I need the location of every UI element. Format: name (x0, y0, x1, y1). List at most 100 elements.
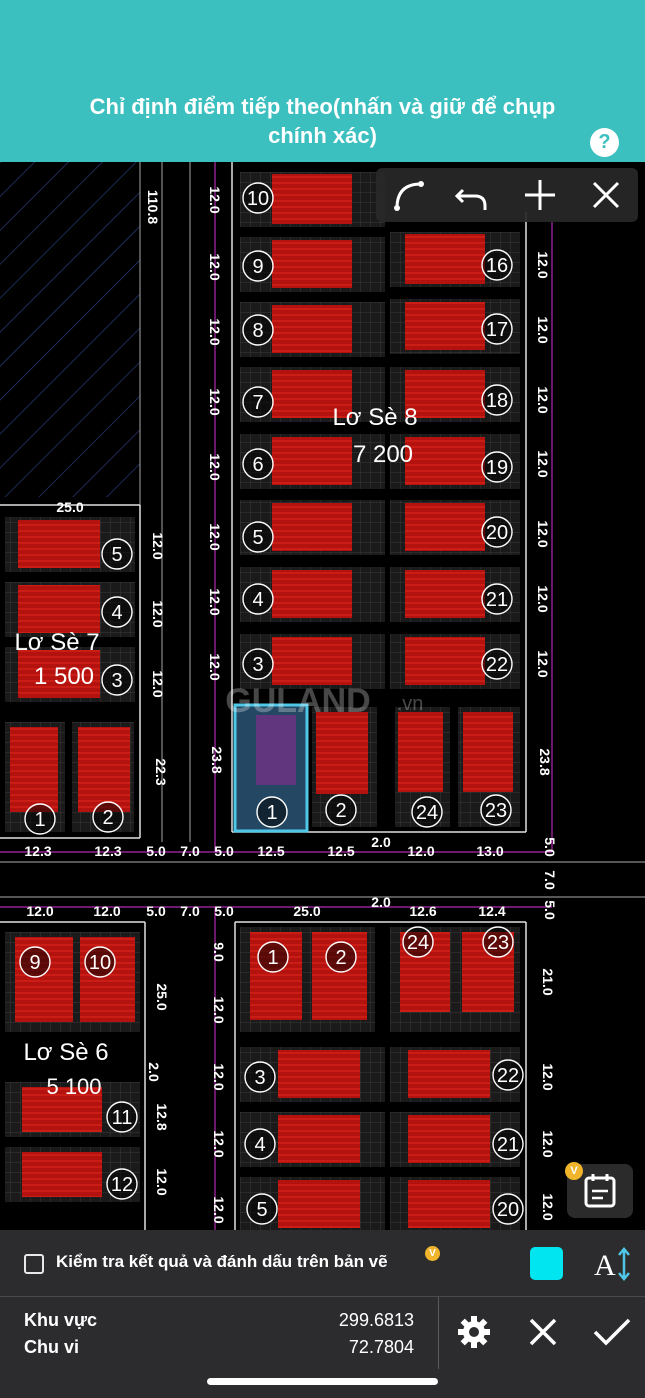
undo-button[interactable] (442, 172, 502, 218)
lot-number: 1 (34, 809, 45, 831)
guland-watermark: GULAND (225, 682, 370, 720)
lot-number: 5 (252, 527, 263, 549)
lot-marker (481, 313, 513, 345)
dimension-label: 12.0 (540, 1193, 556, 1220)
hatched-area (0, 162, 140, 497)
dimension-label: 12.0 (150, 600, 166, 627)
calendar-notes-icon (584, 1174, 616, 1208)
lot-marker (242, 448, 274, 480)
dimension-label: 12.0 (211, 1196, 227, 1223)
lot-marker (242, 314, 274, 346)
dimension-label: 12.0 (26, 903, 53, 919)
block8-area: 7 200 (353, 441, 413, 468)
dimension-label: 12.0 (540, 1063, 556, 1090)
dimension-label: 13.0 (476, 843, 503, 859)
lot-number: 19 (486, 457, 508, 479)
dimension-label: 2.0 (371, 834, 391, 850)
close-icon (529, 1318, 557, 1346)
lot-number: 9 (29, 952, 40, 974)
dimension-label: 12.0 (211, 996, 227, 1023)
close-toolbar-button[interactable] (576, 172, 636, 218)
lot-marker (246, 1193, 278, 1225)
lot-number: 16 (486, 255, 508, 277)
instruction-title: Chỉ định điểm tiếp theo(nhấn và giữ để c… (89, 94, 556, 148)
dimension-label: 25.0 (56, 499, 83, 515)
lot-marker (242, 386, 274, 418)
lot-marker (481, 583, 513, 615)
dimension-label: 12.0 (535, 316, 551, 343)
dimension-label: 12.0 (207, 653, 223, 680)
dimension-label: 7.0 (180, 843, 200, 859)
bottom-panel: Kiểm tra kết quả và đánh dấu trên bản vẽ… (0, 1230, 645, 1398)
dimension-label: 5.0 (214, 903, 234, 919)
lot-number: 20 (497, 1199, 519, 1221)
color-swatch-button[interactable] (530, 1247, 563, 1280)
lot-marker (492, 1059, 524, 1091)
dimension-label: 25.0 (154, 983, 170, 1010)
dimension-label: 12.0 (211, 1063, 227, 1090)
lot-number: 1 (266, 802, 277, 824)
dimension-label: 5.0 (214, 843, 234, 859)
dimension-label: 12.0 (535, 650, 551, 677)
dimension-label: 12.0 (207, 253, 223, 280)
lot-marker (480, 794, 512, 826)
add-point-button[interactable] (510, 172, 570, 218)
arc-button[interactable] (380, 172, 440, 218)
dimension-label: 12.0 (535, 450, 551, 477)
header-bar: Chỉ định điểm tiếp theo(nhấn và giữ để c… (0, 0, 645, 162)
dimension-label: 12.0 (150, 670, 166, 697)
lot-marker (325, 794, 357, 826)
area-value: 299.6813 (338, 1310, 414, 1330)
cancel-button[interactable] (518, 1307, 568, 1357)
confirm-button[interactable] (587, 1307, 637, 1357)
lot-number: 4 (252, 589, 263, 611)
lot-marker (242, 648, 274, 680)
dimension-label: 110.8 (145, 190, 161, 224)
dimension-label: 12.5 (327, 843, 354, 859)
lot-marker (481, 249, 513, 281)
lot-marker (257, 941, 289, 973)
check-row: Kiểm tra kết quả và đánh dấu trên bản vẽ… (0, 1230, 645, 1296)
dimension-label: 2.0 (146, 1062, 162, 1082)
perimeter-label: Chu vi (24, 1337, 80, 1357)
lot-marker (101, 538, 133, 570)
dimension-label: 12.6 (409, 903, 436, 919)
lot-number: 5 (256, 1199, 267, 1221)
dimension-label: 12.0 (535, 585, 551, 612)
lot-number: 9 (252, 256, 263, 278)
help-button[interactable]: ? (590, 128, 619, 157)
lot-marker (481, 516, 513, 548)
lot-marker (242, 182, 274, 214)
lot-number: 2 (335, 800, 346, 822)
dimension-label: 12.5 (257, 843, 284, 859)
lot-number: 23 (485, 800, 507, 822)
lot-number: 22 (486, 654, 508, 676)
lot-number: 24 (416, 802, 438, 824)
lot-marker (325, 941, 357, 973)
dimension-label: 12.8 (154, 1103, 170, 1130)
lot-number: 22 (497, 1065, 519, 1087)
dimension-label: 21.0 (540, 968, 556, 995)
lot-marker (482, 926, 514, 958)
lot-marker (481, 451, 513, 483)
area-label: Khu vực (24, 1310, 98, 1330)
dimension-label: 5.0 (146, 903, 166, 919)
dimension-label: 12.0 (535, 251, 551, 278)
arc-icon (394, 181, 424, 211)
dimension-label: 12.0 (93, 903, 120, 919)
lot-number: 1 (267, 947, 278, 969)
lot-marker (106, 1101, 138, 1133)
add-icon (525, 180, 555, 210)
notes-button[interactable]: V (565, 1162, 633, 1218)
settings-button[interactable] (449, 1307, 499, 1357)
dimension-label: 7.0 (542, 870, 558, 890)
text-size-button[interactable]: A (592, 1244, 632, 1284)
lot-number: 2 (102, 807, 113, 829)
verify-checkbox[interactable] (24, 1254, 44, 1274)
dimension-label: 12.0 (540, 1130, 556, 1157)
lot-number: 4 (111, 602, 122, 624)
svg-text:A: A (594, 1249, 616, 1282)
dimension-label: 5.0 (542, 837, 558, 857)
lot-number: 3 (252, 654, 263, 676)
